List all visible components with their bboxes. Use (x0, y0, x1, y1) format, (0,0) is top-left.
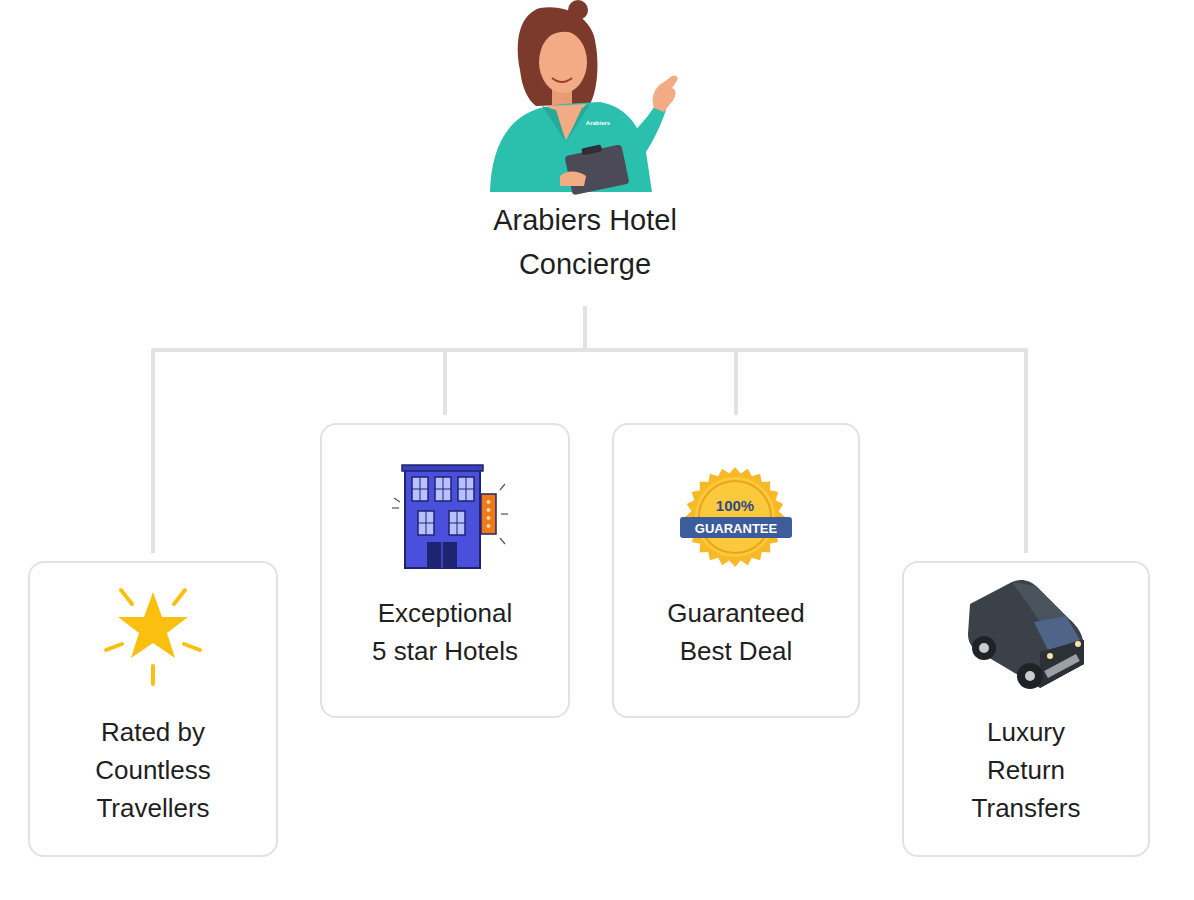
title-text: Arabiers Hotel Concierge (465, 198, 705, 286)
card-label: Guaranteed Best Deal (661, 594, 812, 670)
tree-connector (585, 306, 736, 415)
card-label: Rated by Countless Travellers (78, 713, 229, 827)
tree-connector (445, 306, 585, 415)
badge-percent: 100% (716, 497, 754, 514)
card-label: Luxury Return Transfers (951, 713, 1102, 827)
feature-card: Rated by Countless Travellers (28, 561, 278, 857)
feature-card: Luxury Return Transfers (902, 561, 1150, 857)
feature-card: Exceptional 5 star Hotels (320, 423, 570, 718)
tree-connector (585, 306, 1026, 553)
card-label: Exceptional 5 star Hotels (370, 594, 521, 670)
star-icon (106, 590, 200, 684)
van-icon (968, 580, 1084, 689)
badge-word: GUARANTEE (695, 521, 777, 536)
feature-card: Guaranteed Best Deal (612, 423, 860, 718)
hotel-building-icon (392, 465, 508, 568)
guarantee-badge-icon (680, 467, 792, 567)
concierge-title: Arabiers Hotel Concierge (455, 198, 715, 286)
concierge-figure (490, 0, 678, 195)
uniform-logo: Arabiers (586, 120, 610, 126)
tree-connector (153, 306, 585, 553)
